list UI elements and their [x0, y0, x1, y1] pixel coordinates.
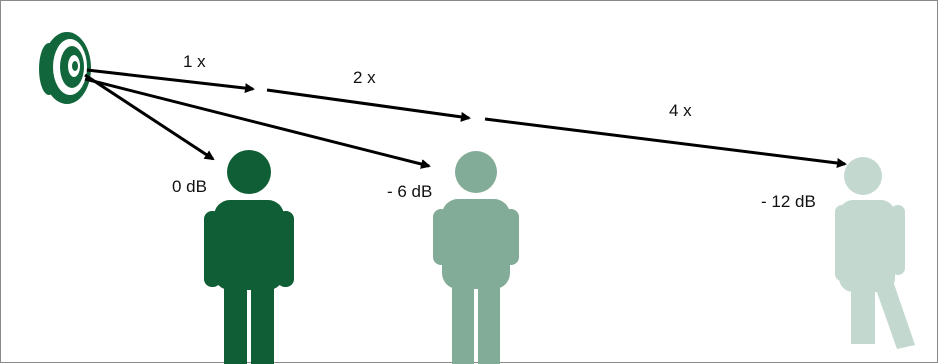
distance-label-4x: 4 x	[669, 101, 692, 120]
level-label-6db: - 6 dB	[387, 182, 433, 201]
distance-label-1x: 1 x	[183, 52, 206, 71]
person-far-icon	[835, 157, 915, 349]
arrow-distance-1x	[86, 68, 255, 94]
level-label-12db: - 12 dB	[761, 192, 816, 211]
person-near-icon	[204, 150, 294, 364]
person-mid-icon	[433, 151, 519, 364]
speaker-icon	[39, 32, 91, 104]
distance-label-2x: 2 x	[353, 68, 376, 87]
arrow-distance-4x	[484, 117, 847, 168]
arrow-distance-2x	[266, 88, 471, 122]
arrow-to-listener-near	[84, 73, 215, 161]
arrow-to-listener-mid	[84, 77, 431, 169]
level-label-0db: 0 dB	[172, 177, 207, 196]
